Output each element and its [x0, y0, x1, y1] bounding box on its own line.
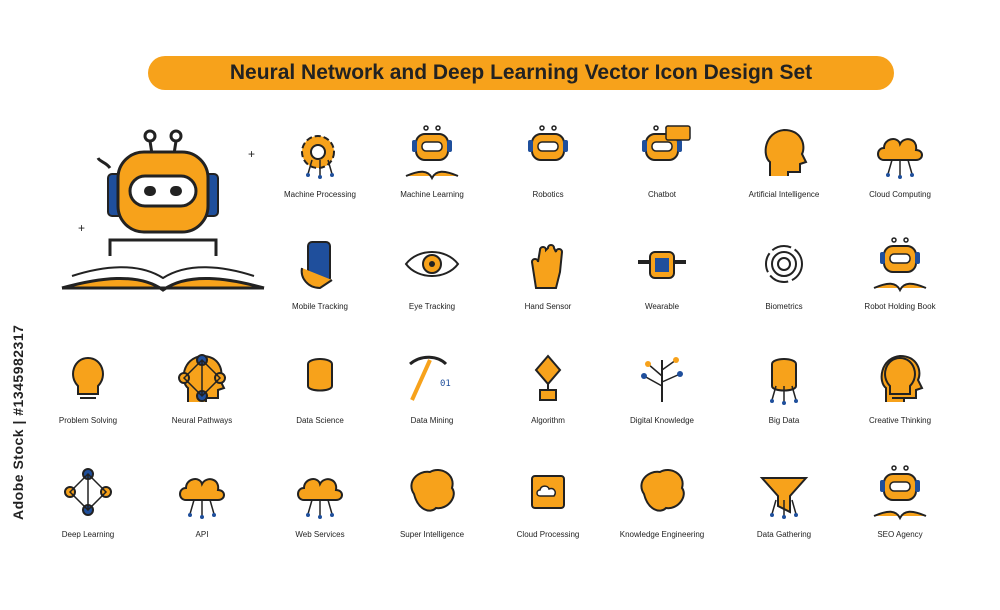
chip-cloud-icon: [531, 475, 565, 509]
icon-tile: Eye Tracking: [377, 232, 487, 332]
icon-tile: Machine Learning: [377, 120, 487, 220]
icon-label: Data Gathering: [756, 530, 812, 539]
robot-book-icon: [873, 237, 927, 293]
icon-tile: Neural Pathways: [147, 346, 257, 446]
icon-tile: Creative Thinking: [845, 346, 955, 446]
icon-tile: API: [147, 460, 257, 560]
robot-reading-book-icon: + +: [61, 129, 265, 292]
brain-halves-icon: [640, 469, 685, 512]
stock-id-label: Adobe Stock | #1345982317: [10, 324, 26, 520]
icon-label: Big Data: [768, 416, 800, 425]
icon-label: Biometrics: [765, 302, 803, 311]
icon-label: Algorithm: [531, 416, 565, 425]
icon-tile: Hand Sensor: [493, 232, 603, 332]
icon-label: Chatbot: [647, 190, 677, 199]
icon-label: Machine Processing: [283, 190, 357, 199]
stock-id-text: Adobe Stock | #1345982317: [6, 325, 32, 520]
svg-text:+: +: [248, 147, 255, 161]
icon-label: Web Services: [295, 530, 345, 539]
icon-tile: Robotics: [493, 120, 603, 220]
bulb-puzzle-icon: [72, 356, 104, 399]
icon-label: Data Science: [296, 416, 344, 425]
head-bulb-icon: [880, 354, 924, 402]
funnel-icon: [759, 477, 809, 519]
icon-label: Cloud Computing: [869, 190, 931, 199]
cloud-gear-icon: [179, 478, 225, 519]
robot-book-icon: [873, 465, 927, 521]
icon-tile: Deep Learning: [33, 460, 143, 560]
cloud-wrench-icon: [297, 478, 343, 519]
icon-label: Robot Holding Book: [864, 302, 936, 311]
eye-icon: [404, 251, 460, 277]
icon-label: Problem Solving: [58, 416, 118, 425]
svg-text:01: 01: [440, 379, 451, 389]
ai-head-icon: [764, 128, 808, 176]
cloud-circuit-icon: [877, 138, 923, 179]
pickaxe-binary-icon: 01: [409, 355, 451, 401]
database-network-icon: [770, 358, 798, 405]
brain-circuit-icon: [410, 469, 455, 512]
icon-tile: Knowledge Engineering: [607, 460, 717, 560]
head-network-icon: [178, 354, 226, 402]
icon-label: Neural Pathways: [171, 416, 233, 425]
icon-label: Super Intelligence: [399, 530, 465, 539]
title-banner: Neural Network and Deep Learning Vector …: [148, 56, 894, 90]
robot-book-icon: [405, 125, 459, 181]
icon-tile: Chatbot: [607, 120, 717, 220]
fingerprint-icon: [765, 245, 803, 283]
circuit-tree-icon: [641, 357, 683, 402]
database-atom-icon: [307, 358, 333, 392]
icon-label: API: [195, 530, 209, 539]
icon-label: Mobile Tracking: [291, 302, 349, 311]
icon-tile: Cloud Processing: [493, 460, 603, 560]
svg-text:+: +: [78, 221, 85, 235]
icon-tile: Problem Solving: [33, 346, 143, 446]
icon-label: Machine Learning: [400, 190, 464, 199]
icon-tile: Web Services: [265, 460, 375, 560]
hand-icon: [530, 244, 564, 289]
icon-label: Wearable: [644, 302, 680, 311]
icon-label: Knowledge Engineering: [619, 530, 705, 539]
icon-label: Creative Thinking: [868, 416, 932, 425]
icon-tile: Algorithm: [493, 346, 603, 446]
icon-tile: Mobile Tracking: [265, 232, 375, 332]
flowchart-icon: [534, 354, 562, 401]
icon-label: Artificial Intelligence: [748, 190, 820, 199]
icon-label: Data Mining: [410, 416, 454, 425]
robot-icon: [528, 125, 568, 161]
smartwatch-icon: [638, 251, 686, 279]
network-nodes-icon: [64, 468, 112, 516]
icon-tile: Artificial Intelligence: [729, 120, 839, 220]
icon-tile: Cloud Computing: [845, 120, 955, 220]
icon-tile: Wearable: [607, 232, 717, 332]
icon-tile: Robot Holding Book: [845, 232, 955, 332]
icon-tile: Biometrics: [729, 232, 839, 332]
icon-label: Robotics: [532, 190, 564, 199]
icon-tile: Data Science: [265, 346, 375, 446]
gear-circuit-icon: [301, 135, 335, 179]
icon-tile: Digital Knowledge: [607, 346, 717, 446]
chatbot-icon: [642, 125, 691, 161]
icon-label: Digital Knowledge: [629, 416, 695, 425]
icon-label: SEO Agency: [877, 530, 923, 539]
icon-tile: SEO Agency: [845, 460, 955, 560]
phone-hand-icon: [300, 241, 333, 290]
icon-tile: Big Data: [729, 346, 839, 446]
icon-label: Eye Tracking: [408, 302, 456, 311]
icon-label: Hand Sensor: [524, 302, 572, 311]
icon-tile: Machine Processing: [265, 120, 375, 220]
page-title: Neural Network and Deep Learning Vector …: [229, 61, 813, 84]
icon-label: Deep Learning: [61, 530, 115, 539]
icon-label: Cloud Processing: [516, 530, 580, 539]
icon-tile: Super Intelligence: [377, 460, 487, 560]
icon-tile: Data Gathering: [729, 460, 839, 560]
